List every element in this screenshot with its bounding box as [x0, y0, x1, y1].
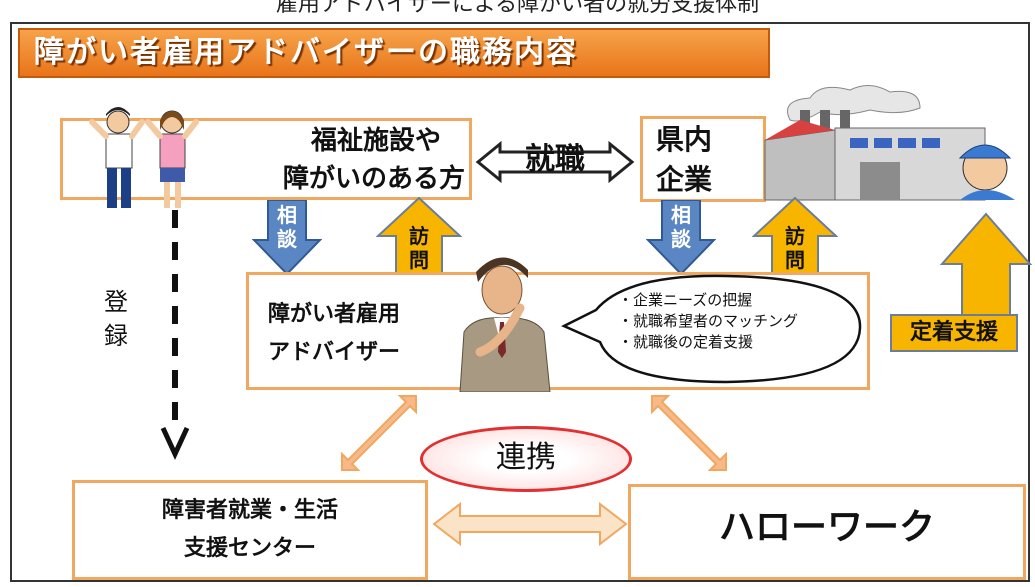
factory-icon — [764, 85, 1015, 201]
consult-arrow-right — [646, 200, 716, 276]
employment-label: 就職 — [525, 142, 585, 177]
visit-char-2b: 問 — [785, 248, 805, 272]
diagram-frame — [10, 22, 1030, 582]
support-center-box — [72, 480, 428, 580]
visit-label-left: 訪 問 — [404, 224, 434, 272]
duty-item-3: ・就職後の定着支援 — [618, 333, 754, 351]
consult-char-2b: 談 — [671, 227, 691, 251]
diagram-title: 障がい者雇用アドバイザーの職務内容 — [18, 28, 770, 78]
support-center-line1: 障害者就業・生活 — [161, 498, 338, 523]
visit-label-right: 訪 問 — [780, 224, 810, 272]
advisor-label: 障がい者雇用 アドバイザー — [268, 296, 400, 372]
caption: 雇用アドバイザーによる障がい者の就労支援体制 — [275, 0, 760, 17]
visit-char-1b: 訪 — [785, 224, 805, 248]
employment-arrow — [475, 140, 635, 184]
register-label: 登 録 — [104, 285, 128, 353]
diag-arrow-right — [651, 395, 727, 471]
company-label: 県内 企業 — [656, 120, 712, 200]
consult-char-1: 相 — [277, 203, 297, 227]
advisor-icon — [459, 257, 551, 392]
duties-list: ・企業ニーズの把握 ・就職希望者のマッチング ・就職後の定着支援 — [618, 290, 798, 353]
horizontal-double-arrow — [432, 501, 628, 547]
visit-char-1: 訪 — [409, 224, 429, 248]
consult-char-1b: 相 — [671, 203, 691, 227]
support-center-line2: 支援センター — [183, 536, 316, 561]
support-center-label: 障害者就業・生活 支援センター — [72, 492, 428, 568]
register-arrow — [160, 210, 190, 460]
welfare-line2: 障がいのある方 — [282, 164, 465, 194]
duty-item-2: ・就職希望者のマッチング — [618, 312, 799, 330]
settle-label: 定着支援 — [890, 314, 1018, 352]
register-char-2: 録 — [104, 322, 128, 350]
diag-arrow-left — [341, 395, 417, 471]
register-char-1: 登 — [104, 288, 128, 316]
duty-item-1: ・企業ニーズの把握 — [618, 291, 753, 309]
cooperation-oval — [420, 426, 632, 492]
consult-char-2: 談 — [277, 227, 297, 251]
people-icon — [89, 107, 199, 208]
visit-char-2: 問 — [409, 248, 429, 272]
hellowork-box — [628, 484, 1026, 580]
welfare-label: 福祉施設や 障がいのある方 — [215, 122, 465, 198]
hellowork-label: ハローワーク — [718, 507, 935, 548]
consult-arrow-left — [252, 200, 322, 276]
consult-label-right: 相 談 — [666, 203, 696, 251]
duties-bubble — [561, 274, 862, 384]
cooperation-label: 連携 — [496, 440, 556, 475]
consult-label-left: 相 談 — [272, 203, 302, 251]
welfare-line1: 福祉施設や — [310, 126, 441, 156]
company-line1: 県内 — [656, 123, 713, 156]
company-line2: 企業 — [656, 163, 713, 196]
advisor-line1: 障がい者雇用 — [268, 302, 401, 327]
advisor-line2: アドバイザー — [268, 340, 401, 365]
